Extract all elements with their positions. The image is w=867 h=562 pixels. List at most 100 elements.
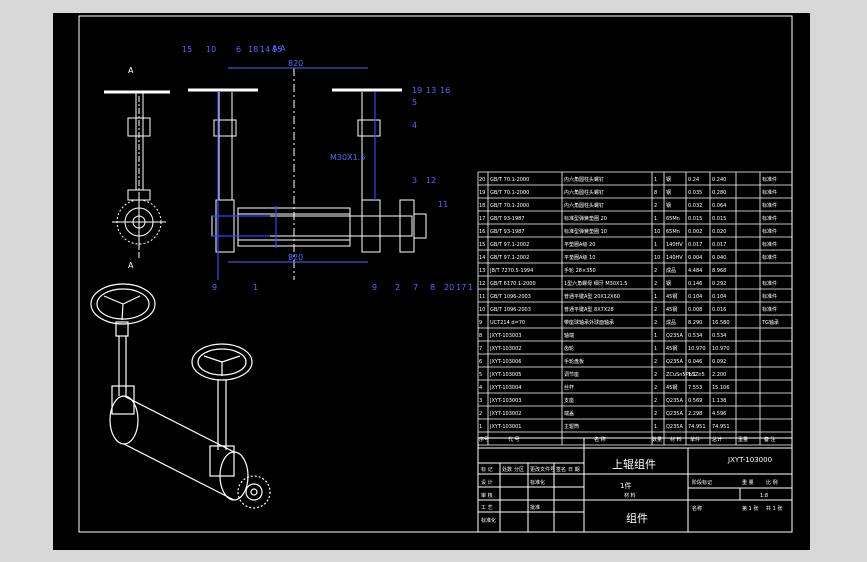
callout: 6 xyxy=(236,45,241,54)
callouts-bottom: 9 1 9 2 7 8 20 17 1 xyxy=(212,283,473,292)
table-cell: 0.046 xyxy=(688,359,702,365)
table-cell: 1 xyxy=(654,346,657,352)
callout: 12 xyxy=(426,176,436,185)
title-block-text: 标 记 处数 分区 更改文件号 签名 日 期 设 计 审 核 工 艺 标准化 批… xyxy=(481,456,782,525)
callout: 4 xyxy=(412,121,417,130)
table-cell: 钢 xyxy=(666,280,671,287)
callout: 20 xyxy=(444,283,454,292)
table-cell: 平垫圈A级 10 xyxy=(564,254,595,261)
table-cell: 0.017 xyxy=(688,242,702,248)
table-cell: 1.1 xyxy=(688,372,696,378)
drawing-sheet xyxy=(53,13,810,550)
table-cell: 45钢 xyxy=(666,384,677,391)
callout: 1 xyxy=(468,283,473,292)
table-cell: 手轮 28×350 xyxy=(564,267,596,274)
table-header: 序号 xyxy=(479,436,489,443)
table-cell: Q235A xyxy=(666,333,683,339)
table-header: 总计 xyxy=(712,436,722,443)
callout: 5 xyxy=(412,98,417,107)
table-header: 材 料 xyxy=(670,436,682,443)
callout: 13 xyxy=(426,86,436,95)
title-block xyxy=(477,437,793,533)
table-cell: 成品 xyxy=(666,267,676,274)
table-cell: 带座球轴承外球面轴承 xyxy=(564,319,614,326)
table-cell: 标准件 xyxy=(762,189,777,196)
table-cell: 标准型弹簧垫圈 20 xyxy=(564,215,607,222)
table-cell: JXYT-103003 xyxy=(489,333,521,339)
table-cell: GB/T 1096-2003 xyxy=(490,294,531,300)
table-cell: 2 xyxy=(654,398,657,404)
tb-date: 日 期 xyxy=(568,467,580,473)
view-marker-bottom: A xyxy=(128,261,134,270)
table-cell: 140HV xyxy=(666,255,683,261)
callout: 9 xyxy=(212,283,217,292)
section-label: A-A xyxy=(272,44,286,53)
callout: 8 xyxy=(430,283,435,292)
table-cell: 15 xyxy=(479,242,485,248)
callouts-top-right: 19 13 16 xyxy=(412,86,450,95)
table-cell: 内六角圆柱头螺钉 xyxy=(564,189,604,196)
table-cell: GB/T 70.1-2000 xyxy=(490,190,529,196)
table-cell: 钢 xyxy=(666,176,671,183)
table-cell: JXYT-103001 xyxy=(489,424,521,430)
table-cell: 0.240 xyxy=(712,177,726,183)
table-cell: 0.280 xyxy=(712,190,726,196)
table-cell: 13 xyxy=(479,268,485,274)
callout: 18 xyxy=(248,45,258,54)
table-cell: 8 xyxy=(479,333,482,339)
table-cell: 2.298 xyxy=(688,411,702,417)
table-cell: Q235A xyxy=(666,411,683,417)
table-cell: ZCuSn5Pb5Zn5 xyxy=(666,372,705,378)
table-cell: 0.534 xyxy=(688,333,702,339)
table-header: 代 号 xyxy=(508,436,520,443)
scale-label: 比 例 xyxy=(766,479,778,486)
table-cell: 2 xyxy=(654,411,657,417)
table-cell: 1 xyxy=(654,242,657,248)
table-cell: 2 xyxy=(654,307,657,313)
table-cell: 1 xyxy=(654,333,657,339)
table-cell: 0.146 xyxy=(688,281,702,287)
table-cell: JXYT-103002 xyxy=(489,411,521,417)
table-cell: 内六角圆柱头螺钉 xyxy=(564,202,604,209)
table-cell: 0.104 xyxy=(712,294,726,300)
table-cell: 10.970 xyxy=(688,346,706,352)
table-cell: 2 xyxy=(654,320,657,326)
table-cell: 10.970 xyxy=(712,346,730,352)
callout: 15 xyxy=(272,45,282,54)
table-cell: 主辊筒 xyxy=(564,423,579,430)
table-cell: 调节座 xyxy=(564,371,579,378)
table-cell: 2.200 xyxy=(712,372,726,378)
table-cell: 标准件 xyxy=(762,306,777,313)
table-cell: 钢 xyxy=(666,202,671,209)
table-cell: 普通平键A型 20X12X60 xyxy=(564,293,620,300)
table-cell: GB/T 93-1987 xyxy=(490,229,525,235)
table-cell: 4 xyxy=(479,385,482,391)
table-cell: JB/T 7270.5-1994 xyxy=(489,268,533,274)
table-cell: 齿轮 xyxy=(564,345,574,352)
table-cell: 15.106 xyxy=(712,385,730,391)
table-cell: 0.032 xyxy=(688,203,702,209)
table-cell: 端盖 xyxy=(564,410,574,417)
tb-design: 设 计 xyxy=(481,479,493,486)
table-cell: 16 xyxy=(479,229,485,235)
table-cell: 标准件 xyxy=(762,254,777,261)
table-cell: 0.064 xyxy=(712,203,726,209)
table-cell: 0.040 xyxy=(712,255,726,261)
front-view xyxy=(188,67,427,280)
table-cell: 标准型弹簧垫圈 10 xyxy=(564,228,607,235)
table-cell: 0.092 xyxy=(712,359,726,365)
table-cell: GB/T 6170.1-2000 xyxy=(490,281,536,287)
table-cell: 1.138 xyxy=(712,398,726,404)
callout: 2 xyxy=(395,283,400,292)
table-cell: 0.534 xyxy=(712,333,726,339)
table-cell: 74.951 xyxy=(688,424,706,430)
table-cell: GB/T 93-1987 xyxy=(490,216,525,222)
table-cell: 1 xyxy=(654,294,657,300)
table-cell: 7.553 xyxy=(688,385,702,391)
table-cell: 4.596 xyxy=(712,411,726,417)
table-cell: 0.292 xyxy=(712,281,726,287)
table-cell: 140HV xyxy=(666,242,683,248)
table-cell: 2 xyxy=(654,268,657,274)
table-cell: 0.015 xyxy=(712,216,726,222)
